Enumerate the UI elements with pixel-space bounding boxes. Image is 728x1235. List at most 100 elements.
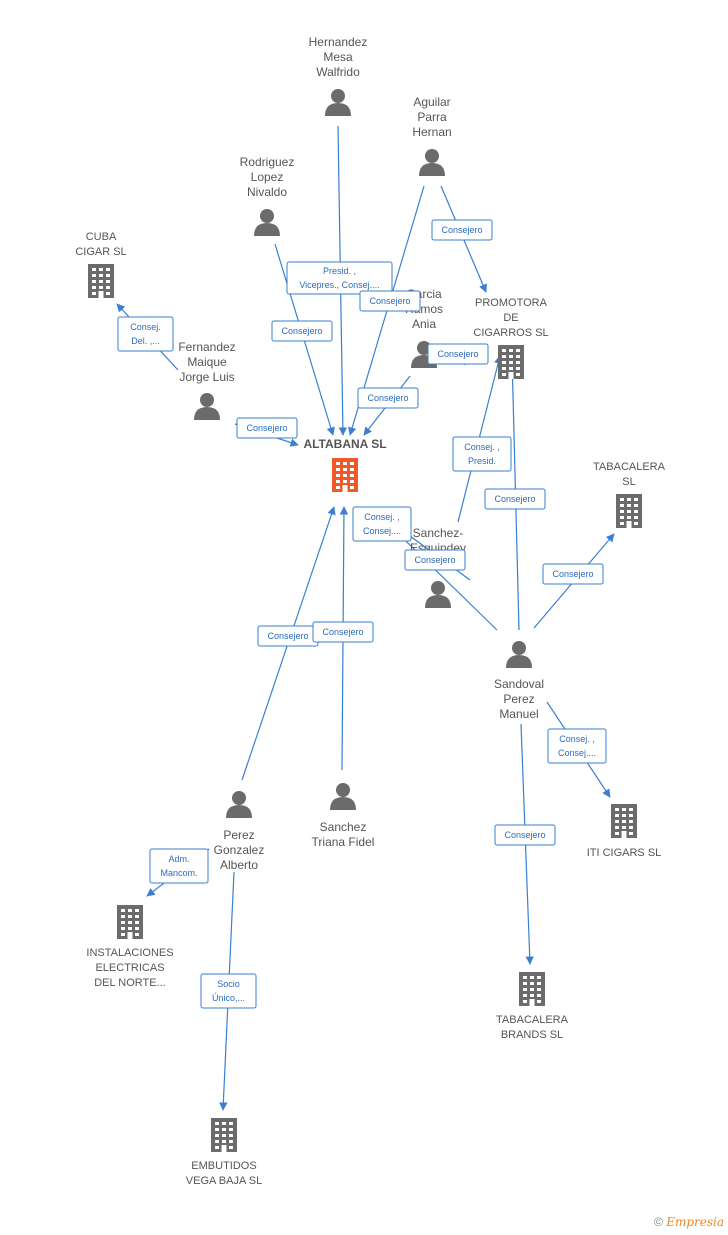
edge-label-rodriguez-altabana[interactable]: Consejero [271,320,333,342]
edge-label-text: Adm.Mancom. [160,854,197,878]
edge-label-box [271,320,333,342]
edge-label-fernandez-cuba[interactable]: Consej. Del. ,... [117,316,174,352]
company-name-embutidos-line: VEGA BAJA SL [186,1175,262,1187]
company-name-tabacalera-line: TABACALERA [593,461,666,473]
company-name-embutidos: EMBUTIDOS VEGA BAJA SL [186,1160,262,1187]
person-icon-perez[interactable] [226,791,252,818]
edge-label-text: Consej. , Consej.... [558,734,596,758]
person-icon-sandoval[interactable] [506,641,532,668]
company-name-iti: ITI CIGARS SL [587,847,662,859]
edge-label-box [352,506,412,542]
edge-label-box [236,417,298,439]
company-name-promotora-line: DE [503,312,518,324]
building-icon-cuba[interactable] [88,264,114,298]
edge-label-line: Consejero [504,830,545,840]
edge-label-sandoval-promotora[interactable]: Consejero [484,488,546,510]
edge-label-box [286,261,393,295]
edge-label-line: Consej. [130,322,161,332]
edge-label-text: Consejero [367,393,408,403]
person-icon-rodriguez[interactable] [254,209,280,236]
edge-label-line: Presid. [468,456,496,466]
building-icon-instalaciones[interactable] [117,905,143,939]
edge-label-sanchez_t-altabana[interactable]: Consejero [312,621,374,643]
building-icon-promotora[interactable] [498,345,524,379]
edge-label-garcia-promotora[interactable]: Consejero [427,343,489,365]
edge-label-text: Presid. , Vicepres., Consej.... [299,266,379,290]
edge-label-text: Consejero [414,555,455,565]
person-name-rodriguez-line: Rodriguez [240,155,295,169]
person-icon-hernandez[interactable] [325,89,351,116]
person-name-hernandez-line: Hernandez [309,35,368,49]
company-name-tabacalera-line: SL [622,476,635,488]
edge-label-aguilar-altabana[interactable]: Consejero [359,290,421,312]
company-name-embutidos-line: EMBUTIDOS [191,1160,256,1172]
person-name-perez-line: Perez [223,828,254,842]
person-name-aguilar-line: Hernan [412,125,451,139]
edge-label-line: Consejero [552,569,593,579]
edge-label-line: Consej.... [558,748,596,758]
edge-label-line: Consejero [367,393,408,403]
company-name-promotora-line: CIGARROS SL [473,327,548,339]
edge-label-box [149,848,209,884]
edge-label-sanchez_e-altabana[interactable]: Consejero [404,549,466,571]
edge-label-sandoval-tabacalera[interactable]: Consejero [542,563,604,585]
person-name-rodriguez-line: Lopez [251,170,284,184]
edge-label-perez-instalaciones[interactable]: Adm.Mancom. [149,848,209,884]
edge-label-box [200,973,257,1009]
person-name-garcia-line: Ania [412,317,436,331]
person-icon-sanchez_e[interactable] [425,581,451,608]
person-name-sanchez_e-line: Sanchez- [413,526,464,540]
building-icon-brands[interactable] [519,972,545,1006]
edge-label-sandoval-brands[interactable]: Consejero [494,824,556,846]
edge-label-line: Consej. , [364,512,400,522]
building-icon-center[interactable] [332,458,358,492]
edge-label-box [484,488,546,510]
person-name-perez-line: Alberto [220,858,258,872]
building-icon-tabacalera[interactable] [616,494,642,528]
edge-label-text: Consej. ,Presid. [464,442,500,466]
company-name-instalaciones-line: DEL NORTE... [94,977,166,989]
edge-label-line: Presid. , [323,266,356,276]
edge-label-text: Consejero [494,494,535,504]
edge-label-text: Consejero [281,326,322,336]
edge-label-sanchez_e-promotora[interactable]: Consej. ,Presid. [452,436,512,472]
person-icon-sanchez_t[interactable] [330,783,356,810]
edge-label-fernandez-altabana[interactable]: Consejero [236,417,298,439]
person-name-sanchez_t-line: Sanchez [320,820,367,834]
edge-label-sandoval-iti[interactable]: Consej. , Consej.... [547,728,607,764]
edge-label-line: Consej. , [559,734,595,744]
edge-label-box [359,290,421,312]
edge-label-line: Consejero [281,326,322,336]
edge-label-text: Consej. Del. ,... [130,322,161,346]
edge-label-line: Único,... [212,993,245,1003]
edge-label-perez-altabana[interactable]: Consejero [257,625,319,647]
edge-label-line: Socio [217,979,240,989]
edge-label-sandoval-altabana[interactable]: Consej. ,Consej.... [352,506,412,542]
edge-label-text: Consejero [246,423,287,433]
person-icon-aguilar[interactable] [419,149,445,176]
building-icon-iti[interactable] [611,804,637,838]
center-company-name: ALTABANA SL [303,437,386,451]
person-name-sandoval-line: Sandoval [494,677,544,691]
edge-label-line: Del. ,... [131,336,160,346]
edge-label-aguilar-promotora[interactable]: Consejero [431,219,493,241]
edge-label-text: Consejero [504,830,545,840]
person-icon-fernandez[interactable] [194,393,220,420]
edge-label-garcia-altabana[interactable]: Consejero [357,387,419,409]
edge-label-hernandez-altabana[interactable]: Presid. , Vicepres., Consej.... [286,261,393,295]
person-name-hernandez-line: Walfrido [316,65,360,79]
company-name-brands-line: BRANDS SL [501,1029,563,1041]
edge-label-text: Consejero [437,349,478,359]
building-icon-embutidos[interactable] [211,1118,237,1152]
person-name-hernandez-line: Mesa [323,50,353,64]
person-name-rodriguez-line: Nivaldo [247,185,287,199]
edge-label-line: Consejero [437,349,478,359]
company-name-cuba-line: CUBA [86,231,117,243]
edge-label-line: Vicepres., Consej.... [299,280,379,290]
edge-label-box [547,728,607,764]
